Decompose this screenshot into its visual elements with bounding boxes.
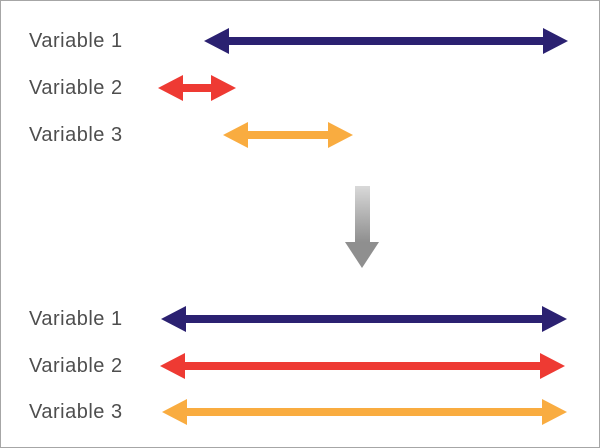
arrow-right-head-icon <box>328 122 353 148</box>
arrow-right-head-icon <box>540 353 565 379</box>
arrow-shaft <box>178 84 216 92</box>
double-arrow <box>204 28 568 54</box>
arrow-right-head-icon <box>211 75 236 101</box>
double-arrow <box>161 306 567 332</box>
double-arrow <box>162 399 567 425</box>
variable-label: Variable 1 <box>29 308 123 330</box>
arrow-shaft <box>181 315 547 323</box>
variable-label: Variable 3 <box>29 124 123 146</box>
arrow-right-head-icon <box>543 28 568 54</box>
variable-label: Variable 3 <box>29 401 123 423</box>
arrow-shaft <box>180 362 545 370</box>
arrow-shaft <box>182 408 547 416</box>
down-arrow-icon <box>345 186 379 268</box>
double-arrow <box>223 122 353 148</box>
variable-label: Variable 1 <box>29 30 123 52</box>
variable-label: Variable 2 <box>29 77 123 99</box>
variable-label: Variable 2 <box>29 355 123 377</box>
arrow-right-head-icon <box>542 399 567 425</box>
double-arrow <box>160 353 565 379</box>
arrow-shaft <box>224 37 548 45</box>
arrow-right-head-icon <box>542 306 567 332</box>
down-arrow-shaft <box>354 186 370 242</box>
double-arrow <box>158 75 236 101</box>
arrow-shaft <box>243 131 333 139</box>
down-arrow-head <box>345 242 379 268</box>
